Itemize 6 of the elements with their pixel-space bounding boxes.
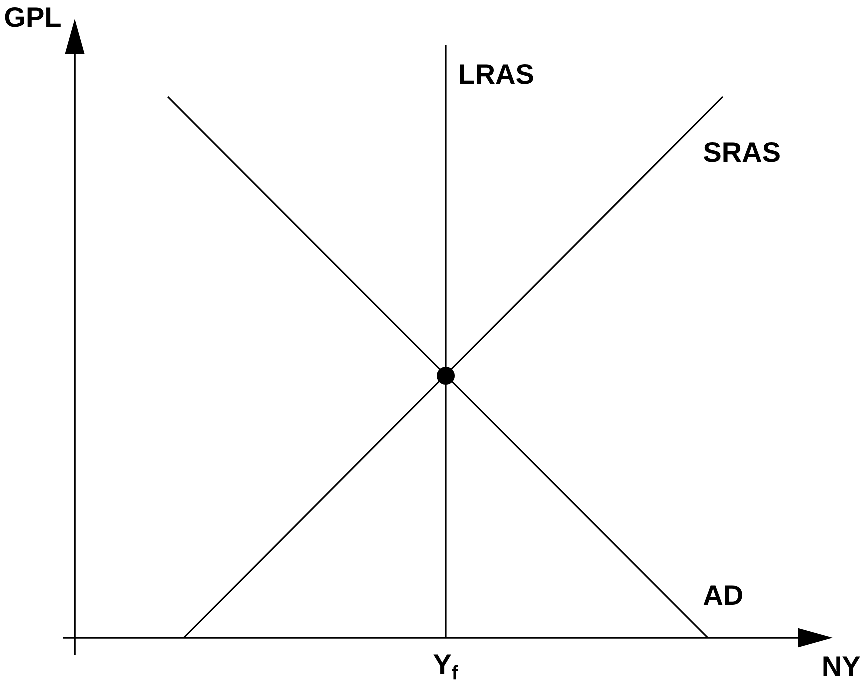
axis-label: GPL — [5, 7, 61, 28]
curve-label: LRAS — [460, 64, 534, 84]
axis-label: NY — [824, 656, 860, 676]
curve-label: SRAS — [704, 142, 780, 162]
curve-label: AD — [704, 586, 742, 605]
axis-label: Y$_{f}$ — [434, 654, 458, 680]
